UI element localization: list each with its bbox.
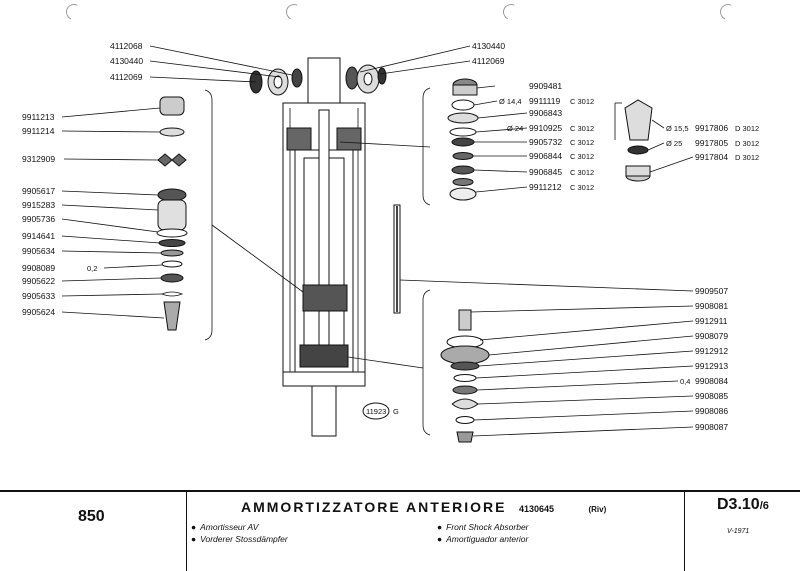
part-number: 4112069 — [472, 56, 505, 66]
left-part-labels: 9911213 9911214 9312909 9905617 9915283 … — [22, 112, 97, 317]
part-number: 9908085 — [695, 391, 728, 401]
part-number: 9312909 — [22, 154, 55, 164]
drawing-ref-suffix: G — [393, 407, 399, 416]
part-number: 9905633 — [22, 291, 55, 301]
part-number: 9912913 — [695, 361, 728, 371]
part-ref: C 3012 — [570, 152, 594, 161]
part-diameter: Ø 25 — [666, 139, 682, 148]
part-ref: D 3012 — [735, 139, 759, 148]
sheet-reference: D3.10/6 — [717, 496, 769, 513]
part-ref: D 3012 — [735, 153, 759, 162]
part-number: 9908079 — [695, 331, 728, 341]
translation-fr: ●Amortisseur AV — [191, 522, 259, 532]
center-valve-stack — [447, 78, 479, 201]
part-number: 9909481 — [529, 81, 562, 91]
part-number: 9908081 — [695, 301, 728, 311]
part-number: 9906843 — [529, 108, 562, 118]
right-top-parts — [614, 99, 653, 182]
top-bushings — [249, 64, 387, 96]
part-number: 4112069 — [110, 72, 143, 82]
translation-de: ●Vorderer Stossdämpfer — [191, 534, 288, 544]
part-number: 9908087 — [695, 422, 728, 432]
part-ref: C 3012 — [570, 124, 594, 133]
part-number: 9905617 — [22, 186, 55, 196]
top-part-labels: 4112068 4130440 4112069 4130440 4112069 — [110, 41, 505, 82]
translation-es: ●Amortiguador anterior — [437, 534, 529, 544]
model-cell: 850 — [0, 492, 187, 571]
page-title: AMMORTIZZATORE ANTERIORE — [241, 499, 507, 515]
part-note: 0,4 — [680, 377, 690, 386]
part-ref: C 3012 — [570, 97, 594, 106]
part-diameter: Ø 15,5 — [666, 124, 689, 133]
exploded-parts-diagram: 4112068 4130440 4112069 4130440 4112069 … — [22, 41, 759, 443]
reference-cell: D3.10/6 V-1971 — [685, 492, 800, 571]
part-number: 9915283 — [22, 200, 55, 210]
assembly-code: 4130645 — [518, 504, 555, 514]
part-number: 9905622 — [22, 276, 55, 286]
title-row: AMMORTIZZATORE ANTERIORE 4130645 (Riv) — [241, 499, 606, 517]
left-valve-stack — [156, 96, 188, 331]
part-number: 9908084 — [695, 376, 728, 386]
part-number: 9910925 — [529, 123, 562, 133]
part-ref: C 3012 — [570, 183, 594, 192]
part-number: 9917806 — [695, 123, 728, 133]
part-diameter: Ø 14,4 — [499, 97, 522, 106]
right-top-part-labels: Ø 15,5 9917806 D 3012 Ø 25 9917805 D 301… — [666, 123, 759, 162]
translation-en: ●Front Shock Absorber — [437, 522, 529, 532]
center-part-labels: 9909481 Ø 14,4 9911119 C 3012 9906843 Ø … — [499, 81, 594, 192]
issue-date: V-1971 — [727, 528, 750, 535]
part-note: 0,2 — [87, 264, 97, 273]
part-number: 9911119 — [529, 96, 560, 106]
shock-absorber-cutaway — [282, 57, 366, 437]
part-number: 9917804 — [695, 152, 728, 162]
part-number: 9911212 — [529, 182, 562, 192]
right-bottom-parts — [440, 309, 490, 443]
part-number: 4130440 — [110, 56, 143, 66]
part-number: 9911213 — [22, 112, 55, 122]
model-number: 850 — [78, 508, 105, 525]
title-cell: AMMORTIZZATORE ANTERIORE 4130645 (Riv) ●… — [187, 492, 685, 571]
leader-lines — [61, 45, 694, 437]
part-number: 9906845 — [529, 167, 562, 177]
part-number: 9912912 — [695, 346, 728, 356]
part-number: 9914641 — [22, 231, 55, 241]
part-number: 9908089 — [22, 263, 55, 273]
part-number: 9911214 — [22, 126, 55, 136]
part-number: 4112068 — [110, 41, 143, 51]
part-number: 9909507 — [695, 286, 728, 296]
part-ref: C 3012 — [570, 138, 594, 147]
part-ref: C 3012 — [570, 168, 594, 177]
part-number: 4130440 — [472, 41, 505, 51]
drawing-ref-stamp — [362, 402, 390, 420]
part-number: 9912911 — [695, 316, 728, 326]
part-number: 9917805 — [695, 138, 728, 148]
part-number: 9906844 — [529, 151, 562, 161]
part-number: 9908086 — [695, 406, 728, 416]
part-number: 9905732 — [529, 137, 562, 147]
part-number: 9905624 — [22, 307, 55, 317]
title-block: 850 AMMORTIZZATORE ANTERIORE 4130645 (Ri… — [0, 490, 800, 571]
part-number: 9905634 — [22, 246, 55, 256]
right-bottom-part-labels: 9909507 9908081 9912911 9908079 9912912 … — [680, 286, 728, 432]
drawing-ref-number: 11923 — [366, 407, 386, 416]
part-diameter: Ø 24 — [507, 124, 523, 133]
part-number: 9905736 — [22, 214, 55, 224]
supplier: (Riv) — [588, 505, 607, 514]
part-ref: D 3012 — [735, 124, 759, 133]
